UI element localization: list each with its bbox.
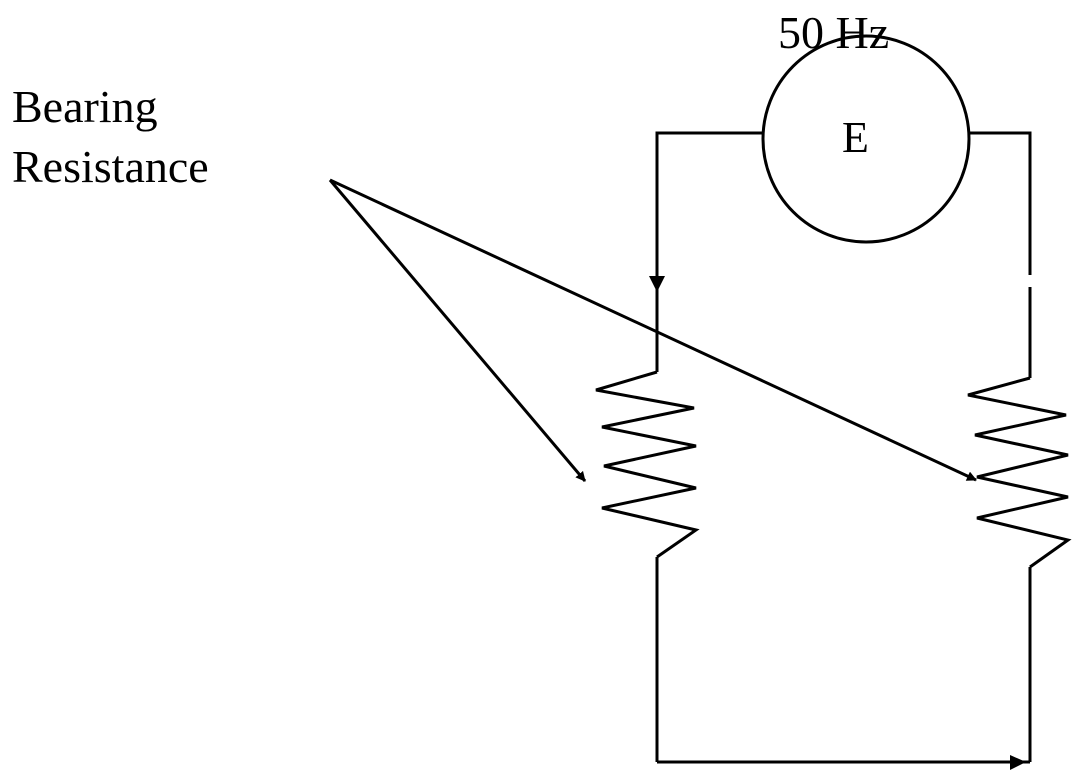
leader-arrow-right: [329, 178, 977, 482]
source-symbol-label: E: [842, 113, 869, 162]
ac-source-circle: [761, 34, 971, 244]
wire-top-right: [969, 131, 1032, 275]
current-arrow-bottom: [1010, 755, 1026, 770]
bearing-resistance-label-line1: Bearing: [12, 81, 158, 132]
wire-top-left: [655, 131, 763, 372]
current-arrow-left: [649, 276, 665, 292]
frequency-label: 50 Hz: [778, 7, 890, 58]
resistor-right: [967, 376, 1072, 569]
leader-arrow-left: [328, 179, 587, 482]
resistor-left: [595, 370, 700, 559]
bearing-resistance-label-line2: Resistance: [12, 141, 209, 192]
